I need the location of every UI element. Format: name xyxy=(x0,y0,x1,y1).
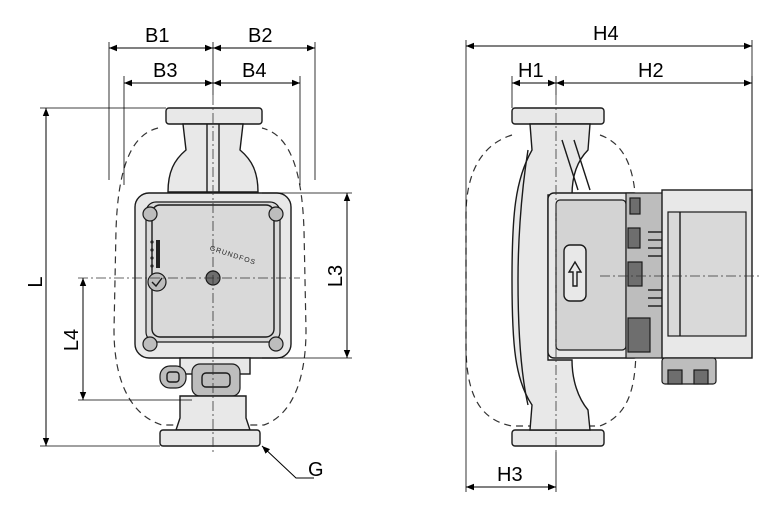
side-top-flange xyxy=(511,107,605,125)
dim-label-b2: B2 xyxy=(248,25,272,47)
dim-label-h4: H4 xyxy=(593,23,619,45)
dim-label-b1: B1 xyxy=(145,25,169,47)
side-rotation-window xyxy=(563,244,587,302)
front-signal-plug xyxy=(159,365,187,389)
front-bottom-flange xyxy=(159,429,261,447)
side-motor-can xyxy=(661,189,753,359)
front-view: GRUNDFOS xyxy=(78,95,307,452)
front-dimensions: B1 B2 B3 B4 L L3 L4 G xyxy=(25,25,352,481)
dim-label-l3: L3 xyxy=(325,265,347,287)
side-pump-housing xyxy=(511,123,591,431)
led-indicators xyxy=(150,240,160,268)
front-power-plug xyxy=(191,363,241,397)
front-motor-envelope xyxy=(113,127,307,426)
dim-label-h1: H1 xyxy=(518,60,544,82)
dim-label-g: G xyxy=(308,459,324,481)
side-bottom-flange xyxy=(511,429,605,447)
side-dimensions: H4 H1 H2 H3 xyxy=(465,23,753,492)
dim-label-h3: H3 xyxy=(497,464,523,486)
dim-label-l4: L4 xyxy=(61,329,83,351)
front-top-flange xyxy=(165,107,263,125)
flow-arrow-icon xyxy=(567,260,583,287)
front-mode-button xyxy=(147,272,167,292)
dim-label-b4: B4 xyxy=(242,60,266,82)
dim-label-h2: H2 xyxy=(638,60,664,82)
dim-label-b3: B3 xyxy=(153,60,177,82)
side-view xyxy=(465,95,760,452)
dim-label-l: L xyxy=(25,276,47,287)
